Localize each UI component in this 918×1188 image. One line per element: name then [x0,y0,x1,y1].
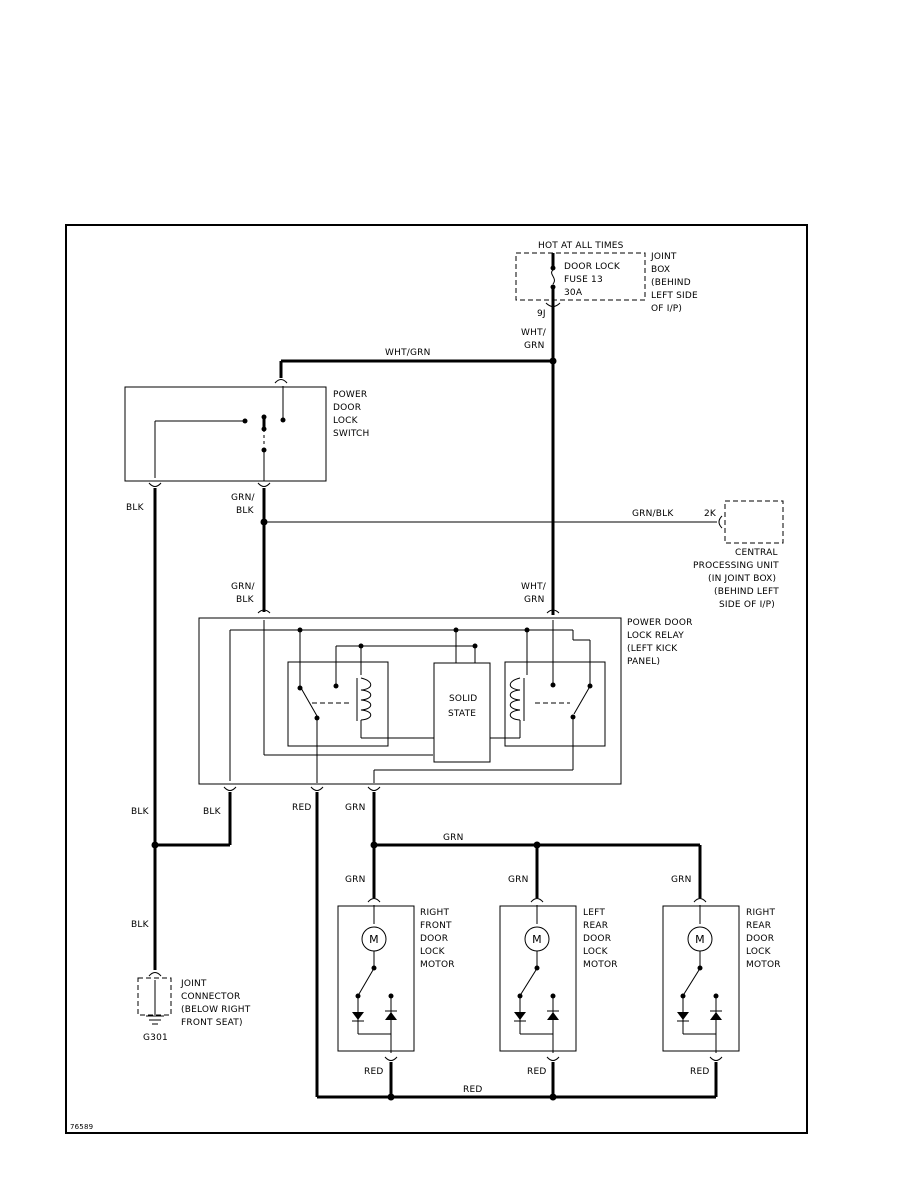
wire-label-red-relay: RED [292,803,311,813]
relay-label-4: PANEL) [627,657,660,667]
fuse-label-2: FUSE 13 [564,275,603,285]
wire-label-wht-grn-top-1: WHT/ [521,328,547,338]
solid-state-label-2: STATE [448,709,476,719]
wire-label-blk-relay: BLK [203,807,222,817]
cpu-label-5: SIDE OF I/P) [719,600,775,610]
motor-symbol-letter: M [532,933,542,946]
motor-label-1: LEFT [583,908,605,918]
joint-box-outline [515,252,646,301]
relay-label-3: (LEFT KICK [627,644,678,654]
solid-state-module [433,662,491,763]
wire-label-blk-switch: BLK [126,503,145,513]
wire-label-red-motor-1: RED [364,1067,383,1077]
wire-label-red-motor-3: RED [690,1067,709,1077]
wire-label-grn-motor-2: GRN [508,875,529,885]
figure-id: 76589 [70,1123,93,1131]
wire-label-grn-motor-1: GRN [345,875,366,885]
motor-right-rear: M RIGHT REAR DOOR LOCK MOTOR [662,898,781,1061]
wire-label-wht-grn-top-2: GRN [524,341,545,351]
power-door-lock-switch: POWER DOOR LOCK SWITCH [124,379,370,487]
wire-label-red-motor-2: RED [527,1067,546,1077]
solid-state-label-1: SOLID [449,694,477,704]
motor-label-2: REAR [746,921,771,931]
supply-label: HOT AT ALL TIMES [538,241,624,251]
ground-label-2: CONNECTOR [181,992,240,1002]
motor-left-rear: M LEFT REAR DOOR LOCK MOTOR [499,898,618,1061]
motor-label-2: REAR [583,921,608,931]
wire-label-grn-blk-relay-2: BLK [236,595,255,605]
ground-id-label: G301 [143,1033,168,1043]
joint-connector-ground: JOINT CONNECTOR (BELOW RIGHT FRONT SEAT)… [137,972,251,1043]
wire-label-grn-blk-switch-2: BLK [236,506,255,516]
central-processing-unit: CENTRAL PROCESSING UNIT (IN JOINT BOX) (… [693,500,784,610]
wire-label-wht-grn-relay-1: WHT/ [521,582,547,592]
switch-label-4: SWITCH [333,429,370,439]
cpu-outline [724,500,784,544]
motor-symbol-letter: M [695,933,705,946]
wire-label-wht-grn-horizontal: WHT/GRN [385,348,431,358]
cpu-label-2: PROCESSING UNIT [693,561,779,571]
wire-label-grn-blk-relay-1: GRN/ [231,582,256,592]
relay-box [198,617,622,785]
joint-connector-outline [137,977,172,1016]
cpu-label-4: (BEHIND LEFT [714,587,779,597]
motor-label-3: DOOR [583,934,611,944]
ground-label-1: JOINT [180,979,207,989]
diagram-frame [65,224,808,1134]
relay-label-1: POWER DOOR [627,618,693,628]
wire-label-grn-blk-switch-1: GRN/ [231,493,256,503]
wire-label-blk-ground: BLK [131,920,150,930]
motor-label-4: LOCK [583,947,609,957]
joint-box-label-1: JOINT [650,252,677,262]
wire-label-grn-blk-horizontal: GRN/BLK [632,509,674,519]
switch-label-1: POWER [333,390,367,400]
wire-label-wht-grn-relay-2: GRN [524,595,545,605]
ground-label-3: (BELOW RIGHT [181,1005,251,1015]
motor-label-2: FRONT [420,921,452,931]
motor-symbol-letter: M [369,933,379,946]
fuse-pin-label: 9J [537,309,546,319]
wire-label-grn-bus: GRN [443,833,464,843]
switch-box [124,386,327,482]
cpu-label-3: (IN JOINT BOX) [708,574,776,584]
wire-label-grn-relay: GRN [345,803,366,813]
switch-label-3: LOCK [333,416,359,426]
joint-box-label-4: LEFT SIDE [651,291,698,301]
joint-box-label-5: OF I/P) [651,304,682,314]
wire-label-grn-motor-3: GRN [671,875,692,885]
fuse-label-3: 30A [564,288,583,298]
wire-label-blk-left: BLK [131,807,150,817]
motor-label-5: MOTOR [583,960,618,970]
motor-label-4: LOCK [420,947,446,957]
fuse-label-1: DOOR LOCK [564,262,621,272]
cpu-label-1: CENTRAL [735,548,778,558]
joint-box-label-2: BOX [651,265,670,275]
motor-box [662,905,740,1052]
relay-label-2: LOCK RELAY [627,631,684,641]
ground-label-4: FRONT SEAT) [181,1018,243,1028]
motor-label-3: DOOR [420,934,448,944]
motor-label-5: MOTOR [746,960,781,970]
power-door-lock-relay: POWER DOOR LOCK RELAY (LEFT KICK PANEL) [198,609,693,791]
switch-label-2: DOOR [333,403,361,413]
motor-label-1: RIGHT [420,908,449,918]
motor-box [499,905,577,1052]
motor-label-4: LOCK [746,947,772,957]
joint-box-label-3: (BEHIND [651,278,691,288]
joint-box-fuse: HOT AT ALL TIMES DOOR LOCK FUSE 13 30A J… [515,241,698,319]
wire-label-red-bus: RED [463,1085,482,1095]
motor-right-front: M RIGHT FRONT DOOR LOCK MOTOR [337,898,455,1061]
motor-label-5: MOTOR [420,960,455,970]
cpu-pin-label: 2K [704,509,717,519]
motor-label-3: DOOR [746,934,774,944]
motor-box [337,905,415,1052]
motor-label-1: RIGHT [746,908,775,918]
